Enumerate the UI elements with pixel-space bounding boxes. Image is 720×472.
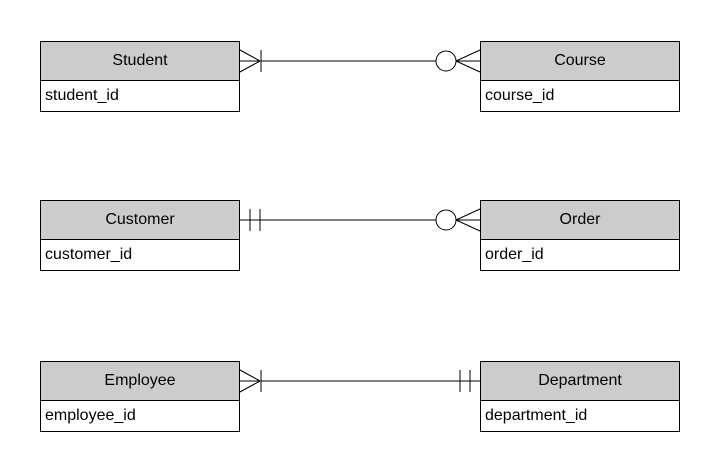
attribute-name: course_id — [485, 87, 555, 104]
entity-department[interactable]: Department department_id — [480, 361, 680, 432]
zero-circle-icon — [435, 50, 457, 72]
crows-foot-many-icon — [239, 49, 261, 73]
exactly-one-bars-icon — [459, 370, 471, 392]
entity-name: Customer — [105, 211, 175, 228]
entity-order-attribute-row: order_id — [481, 240, 679, 270]
zero-circle-icon — [435, 209, 457, 231]
entity-course-attribute-row: course_id — [481, 81, 679, 111]
entity-student-attribute-row: student_id — [41, 81, 239, 111]
attribute-name: employee_id — [45, 407, 136, 424]
attribute-name: order_id — [485, 246, 544, 263]
entity-order[interactable]: Order order_id — [480, 200, 680, 271]
entity-student-header: Student — [41, 42, 239, 81]
relationship-student-course[interactable] — [239, 49, 481, 73]
entity-department-header: Department — [481, 362, 679, 401]
entity-course-header: Course — [481, 42, 679, 81]
entity-student[interactable]: Student student_id — [40, 41, 240, 112]
entity-name: Course — [554, 52, 606, 69]
entity-name: Department — [538, 372, 622, 389]
crows-foot-many-icon — [239, 369, 261, 393]
entity-customer-attribute-row: customer_id — [41, 240, 239, 270]
attribute-name: student_id — [45, 87, 119, 104]
entity-customer-header: Customer — [41, 201, 239, 240]
entity-course[interactable]: Course course_id — [480, 41, 680, 112]
attribute-name: department_id — [485, 407, 588, 424]
attribute-name: customer_id — [45, 246, 133, 263]
entity-name: Order — [559, 211, 601, 228]
entity-order-header: Order — [481, 201, 679, 240]
relationship-customer-order[interactable] — [240, 208, 481, 232]
entity-name: Employee — [104, 372, 176, 389]
entity-employee-header: Employee — [41, 362, 239, 401]
entity-employee[interactable]: Employee employee_id — [40, 361, 240, 432]
relationship-employee-department[interactable] — [239, 369, 480, 393]
exactly-one-bars-icon — [249, 209, 261, 231]
crows-foot-many-icon — [455, 208, 481, 232]
entity-name: Student — [112, 52, 168, 69]
entity-employee-attribute-row: employee_id — [41, 401, 239, 431]
entity-department-attribute-row: department_id — [481, 401, 679, 431]
crows-foot-many-icon — [455, 49, 481, 73]
entity-customer[interactable]: Customer customer_id — [40, 200, 240, 271]
